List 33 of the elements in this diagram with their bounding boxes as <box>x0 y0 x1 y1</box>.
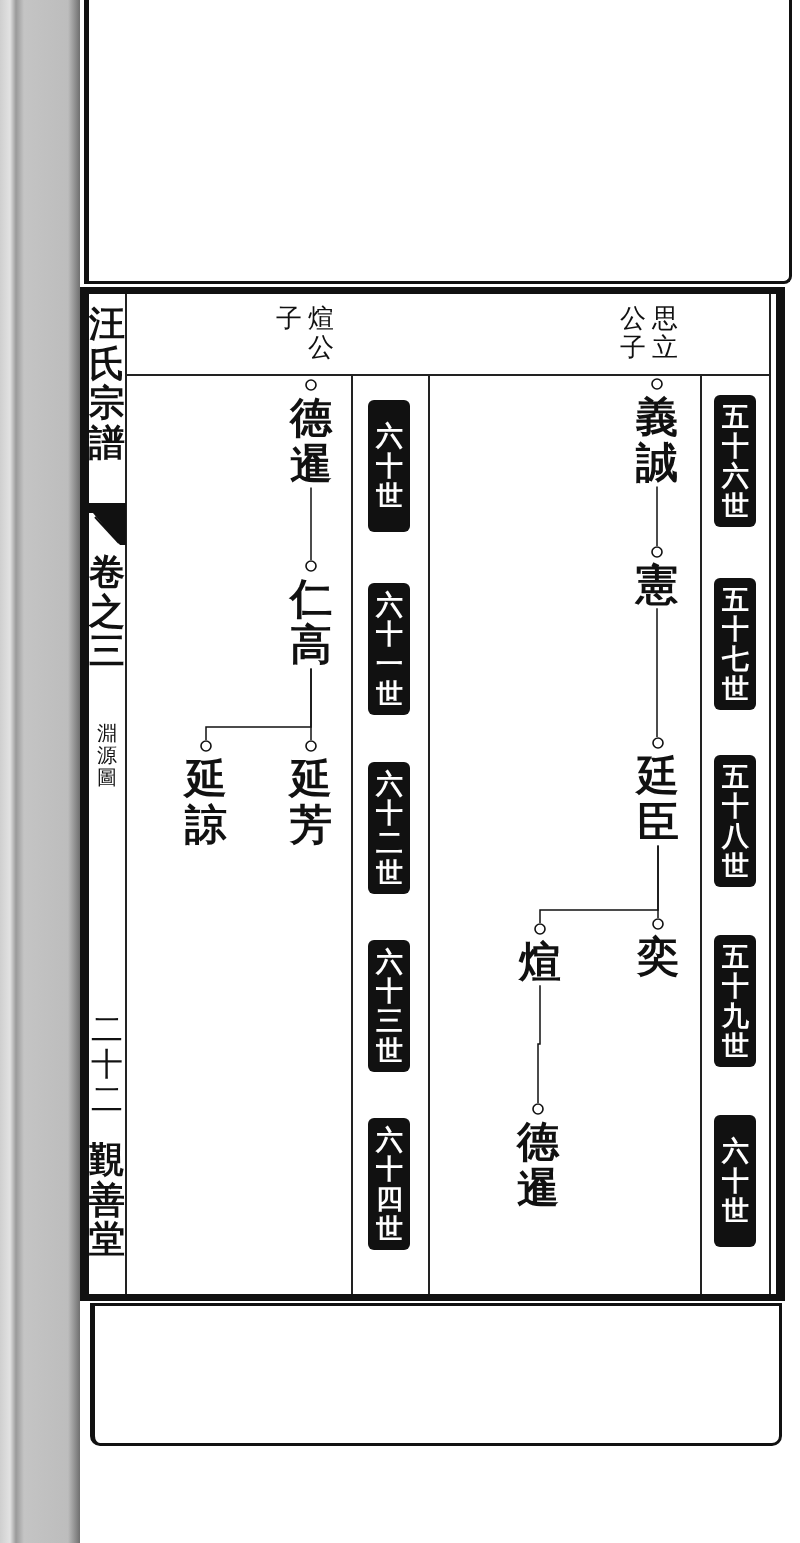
generation-tag: 五十九世 <box>714 935 756 1067</box>
generation-tag: 六十三世 <box>368 940 410 1072</box>
person-name: 奕 <box>637 934 679 981</box>
generation-tag: 五十七世 <box>714 578 756 710</box>
generation-tag: 六十世 <box>368 400 410 532</box>
person-name: 廷臣 <box>637 753 679 846</box>
generation-tag: 五十六世 <box>714 395 756 527</box>
lineage-line <box>537 984 541 1104</box>
page-number: 二十二 <box>91 1012 123 1118</box>
generation-tag: 六十世 <box>714 1115 756 1247</box>
lineage-line <box>310 486 312 561</box>
generation-tag: 六十一世 <box>368 583 410 715</box>
generation-tag: 五十八世 <box>714 755 756 887</box>
lineage-heading: 思立公子 <box>620 304 678 362</box>
person-name: 憲 <box>636 562 678 609</box>
person-name: 煊 <box>519 939 561 986</box>
lineage-line <box>205 667 312 741</box>
person-name: 仁高 <box>290 576 332 669</box>
lineage-line <box>656 485 658 547</box>
generation-tag: 六十四世 <box>368 1118 410 1250</box>
book-title: 汪氏宗譜 <box>89 304 125 463</box>
lineage-line <box>539 844 659 924</box>
person-name: 延芳 <box>290 756 332 849</box>
hall-name: 覲善堂 <box>89 1140 125 1259</box>
volume-number: 卷之三 <box>89 552 125 671</box>
lineage-line <box>656 607 658 738</box>
person-name: 德暹 <box>517 1119 559 1212</box>
person-name: 延諒 <box>185 756 227 849</box>
generation-tag: 六十二世 <box>368 762 410 894</box>
section-title: 淵源圖 <box>97 722 117 788</box>
person-name: 德暹 <box>290 395 332 488</box>
person-name: 義誠 <box>636 394 678 487</box>
lineage-heading: 煊公子 <box>276 304 334 362</box>
